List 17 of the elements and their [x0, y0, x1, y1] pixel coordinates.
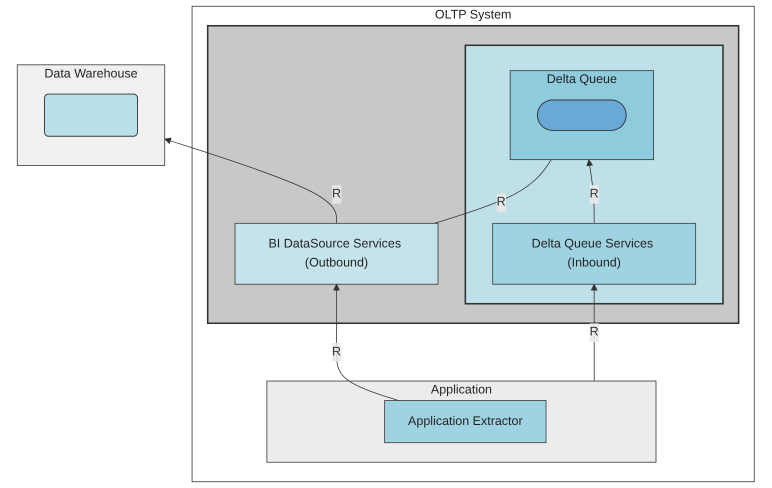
- arrow: [586, 159, 595, 224]
- edge-label: R: [332, 345, 342, 358]
- arrow: [333, 284, 400, 401]
- edge-label: R: [332, 187, 342, 201]
- edge-label: R: [496, 196, 506, 209]
- node-box: BI DataSource Services (Outbound): [234, 222, 439, 285]
- cluster: Data Warehouse: [17, 64, 166, 166]
- node-box: Delta Queue Services (Inbound): [492, 222, 696, 285]
- node-box: Application Extractor: [384, 400, 547, 444]
- edge-label: R: [590, 187, 599, 201]
- cluster: [207, 25, 740, 324]
- cluster: [464, 44, 724, 304]
- cluster: Delta Queue: [510, 70, 654, 160]
- connector: [434, 159, 552, 224]
- arrow: [591, 284, 598, 382]
- edge-label: R: [590, 326, 599, 339]
- arrow: [164, 138, 338, 224]
